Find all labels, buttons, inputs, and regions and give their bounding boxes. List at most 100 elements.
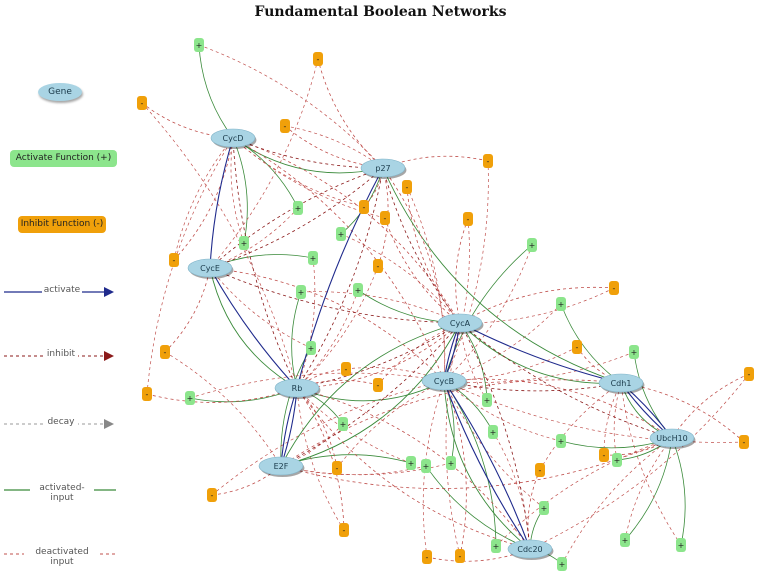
- deactivated-input-edge: [296, 387, 412, 464]
- function-symbol: -: [743, 438, 746, 447]
- function-symbol: +: [196, 41, 203, 50]
- function-symbol: -: [363, 203, 366, 212]
- activated-input-edge: [209, 267, 298, 389]
- inhibit-edge: [280, 322, 461, 467]
- function-symbol: -: [459, 552, 462, 561]
- gene-label: CycB: [434, 377, 454, 386]
- function-symbol: +: [678, 541, 685, 550]
- activate-edge: [443, 380, 531, 550]
- function-symbol: +: [484, 396, 491, 405]
- function-symbol: -: [487, 157, 490, 166]
- deactivated-input-edge: [406, 186, 461, 324]
- function-symbol: +: [622, 536, 629, 545]
- legend-inhibit-edge: inhibit: [4, 346, 116, 366]
- activated-input-edge: [443, 244, 533, 382]
- gene-label: UbcH10: [656, 434, 688, 443]
- function-symbol: -: [377, 381, 380, 390]
- activate-function-node: +: [676, 538, 686, 552]
- activate-function-node: +: [557, 557, 567, 571]
- activate-function-node: +: [239, 236, 249, 250]
- gene-node-cycb: CycB: [421, 371, 468, 392]
- gene-node-ubch10: UbcH10: [649, 428, 696, 449]
- diagram-title: Fundamental Boolean Networks: [254, 4, 507, 20]
- inhibit-function-node: -: [359, 200, 369, 214]
- activated-input-edge: [232, 137, 248, 244]
- inhibit-function-node: -: [373, 378, 383, 392]
- deactivated-input-edge: [443, 160, 489, 382]
- function-symbol: -: [539, 466, 542, 475]
- deactivated-input-edge: [296, 387, 531, 550]
- gene-label: E2F: [274, 462, 289, 471]
- activated-input-edge: [198, 44, 234, 139]
- function-symbol: +: [298, 288, 305, 297]
- inhibit-function-node: -: [373, 259, 383, 273]
- deactivated-input-edge: [189, 372, 445, 399]
- inhibit-edge: [209, 167, 384, 269]
- function-symbol: -: [613, 284, 616, 293]
- activate-function-node: +: [185, 391, 195, 405]
- inhibit-function-node: -: [332, 461, 342, 475]
- function-symbol: -: [603, 451, 606, 460]
- activate-function-node: +: [306, 341, 316, 355]
- deactivated-input-edge: [384, 217, 461, 324]
- legend-activate-label: activate: [42, 285, 82, 295]
- inhibit-function-node: -: [341, 362, 351, 376]
- activate-function-node: +: [406, 456, 416, 470]
- activate-function-node: +: [353, 283, 363, 297]
- deactivated-input-edge: [345, 367, 445, 382]
- deactivated-input-edge: [406, 186, 445, 382]
- inhibit-function-node: -: [422, 550, 432, 564]
- inhibit-function-node: -: [463, 212, 473, 226]
- deactivated-input-edge: [443, 351, 635, 383]
- deactivated-input-edge: [296, 257, 316, 389]
- inhibit-edge: [443, 380, 622, 392]
- deactivated-input-edge: [280, 465, 427, 475]
- deactivated-input-edge: [296, 387, 345, 531]
- deactivated-input-edge: [492, 431, 531, 550]
- inhibit-function-node: -: [160, 345, 170, 359]
- function-symbol: -: [173, 256, 176, 265]
- deactivated-input-edge: [164, 267, 211, 353]
- activate-function-node: +: [556, 297, 566, 311]
- function-symbol: -: [467, 215, 470, 224]
- inhibit-function-node: -: [313, 52, 323, 66]
- activate-function-node: +: [488, 425, 498, 439]
- legend-gene-node: Gene: [38, 83, 82, 101]
- activate-function-node: +: [308, 251, 318, 265]
- gene-label: Cdh1: [611, 379, 632, 388]
- deactivated-input-edge: [455, 218, 469, 324]
- activate-function-node: +: [338, 417, 348, 431]
- function-symbol: -: [164, 348, 167, 357]
- function-symbol: -: [284, 122, 287, 131]
- inhibit-function-node: -: [744, 367, 754, 381]
- deactivated-input-edge: [296, 289, 359, 389]
- function-symbol: +: [490, 428, 497, 437]
- function-symbol: +: [541, 504, 548, 513]
- function-symbol: +: [493, 542, 500, 551]
- activate-function-node: +: [491, 539, 501, 553]
- legend-activate-edge: activate: [4, 282, 116, 302]
- activate-edge: [295, 167, 384, 389]
- gene-node-cyce: CycE: [187, 258, 234, 279]
- activated-input-edge: [382, 167, 622, 384]
- function-symbol: -: [576, 343, 579, 352]
- activated-input-edge: [671, 437, 686, 546]
- deactivated-input-edge: [561, 437, 673, 565]
- function-symbol: -: [748, 370, 751, 379]
- activate-edge: [280, 387, 300, 467]
- inhibit-edge: [209, 267, 461, 326]
- activated-input-edge: [232, 137, 299, 209]
- activate-edge: [443, 380, 531, 550]
- deactivated-input-edge: [280, 379, 622, 467]
- activate-edge: [209, 267, 298, 389]
- activated-input-edge: [280, 322, 461, 467]
- legend-inhibit-label: inhibit: [44, 349, 78, 359]
- deactivated-input-edge: [443, 380, 562, 442]
- deactivated-input-edge: [317, 58, 384, 169]
- inhibit-function-node: -: [402, 180, 412, 194]
- deactivated-input-edge: [230, 137, 245, 244]
- legend-inhibit-function: Inhibit Function (-): [18, 216, 106, 233]
- function-symbol: +: [355, 286, 362, 295]
